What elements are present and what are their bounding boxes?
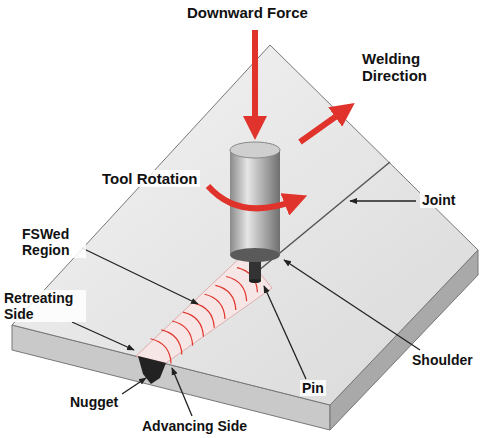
- tool-pin-tip: [249, 279, 261, 283]
- leader-line: [264, 286, 306, 379]
- ripple-arc: [205, 294, 225, 319]
- ripple-arc: [215, 285, 235, 310]
- tool-shoulder: [230, 248, 280, 262]
- ripple-arc: [161, 330, 181, 355]
- downward-force-arrow: [252, 30, 258, 128]
- leader-line: [172, 368, 192, 416]
- ripple-arc: [183, 312, 203, 337]
- ripple-arc: [151, 339, 171, 364]
- leader-line: [350, 200, 416, 201]
- welded-region: [136, 254, 272, 363]
- plate-top-face: [12, 45, 478, 405]
- ripple-arc: [194, 303, 214, 328]
- nugget-label: Nugget: [68, 394, 120, 410]
- joint-label: Joint: [420, 192, 457, 208]
- leader-line: [72, 322, 134, 350]
- ripple-arc: [226, 276, 246, 301]
- direction-label: Welding Direction: [360, 50, 464, 85]
- ripple-arc: [172, 321, 192, 346]
- leader-line: [284, 260, 420, 350]
- side-label: Retreating Side: [2, 290, 86, 322]
- weld-ripples: [151, 268, 258, 364]
- rotation-label: Tool Rotation: [100, 170, 200, 187]
- tool-rotation-arrow: [208, 186, 296, 208]
- force-label: Downward Force: [185, 4, 310, 21]
- shoulder-label: Shoulder: [410, 352, 475, 368]
- side-label: Advancing Side: [140, 418, 249, 434]
- tool-top: [230, 142, 280, 158]
- leader-line: [122, 378, 146, 394]
- pin-label: Pin: [300, 380, 326, 396]
- welding-direction-arrow: [300, 110, 345, 142]
- leader-line: [82, 248, 198, 304]
- region-label: FSWed Region: [20, 226, 86, 258]
- leader-lines: [72, 201, 420, 416]
